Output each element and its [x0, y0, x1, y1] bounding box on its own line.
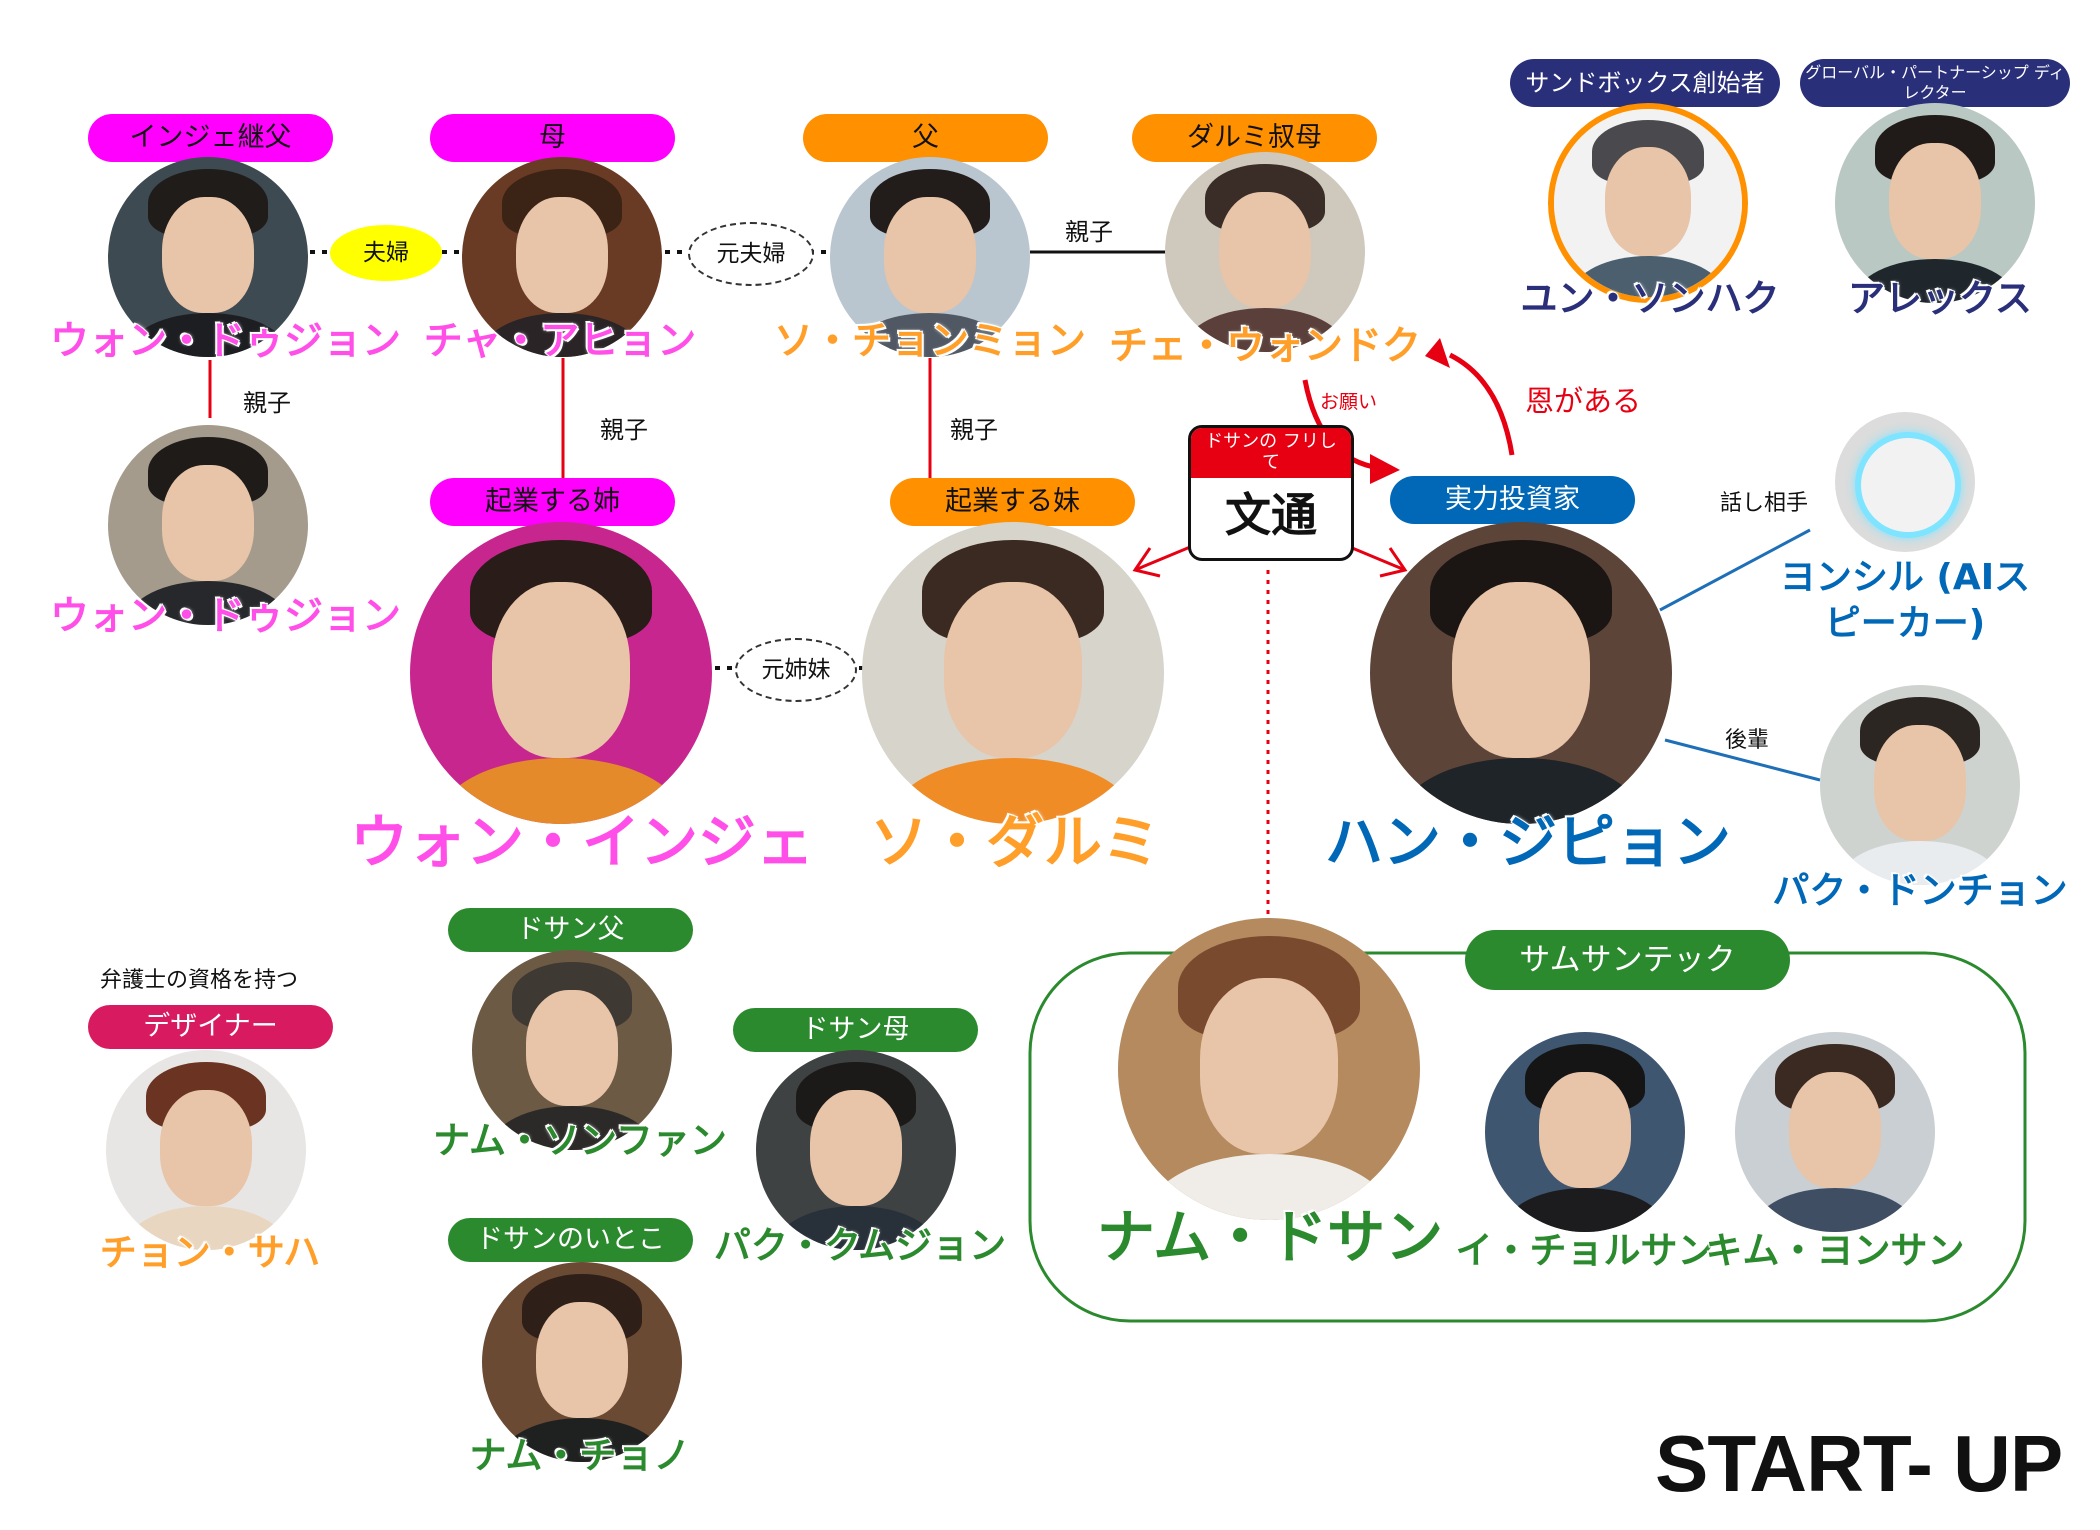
photo-dalmi: [862, 522, 1164, 824]
name-jipyeong: ハン・ジピョン: [1324, 807, 1732, 877]
role-label-alex: グローバル・パートナーシップ ディレクター: [1800, 59, 2070, 107]
relation-ex-couple: 元夫婦: [688, 222, 814, 286]
letter-caption: ドサンの フリして: [1191, 428, 1351, 478]
name-dosan-cousin: ナム・チョノ: [469, 1433, 692, 1478]
photo-dosan: [1118, 918, 1420, 1220]
letter-title: 文通: [1225, 488, 1317, 542]
indebted-arrow: [1448, 352, 1515, 456]
photo-inje-stepfather: [108, 157, 308, 357]
name-saha: チョン・サハ: [99, 1230, 322, 1275]
relation-couple: 夫婦: [330, 225, 442, 281]
name-yongsil: ヨンシル (AIスピーカー): [1779, 556, 2031, 645]
photo-dosan-cousin: [482, 1262, 682, 1462]
name-dalmi: ソ・ダルミ: [869, 807, 1161, 877]
name-yun: ユン・ソンハク: [1520, 276, 1781, 321]
role-label-inje: 起業する姉: [430, 478, 675, 526]
role-label-father: 父: [803, 114, 1048, 162]
name-dosan-father: ナム・ソンファン: [432, 1118, 728, 1163]
role-label-jipyeong: 実力投資家: [1390, 476, 1635, 524]
start-up-logo: START- UP: [1655, 1419, 2063, 1508]
role-label-dosan-father: ドサン父: [448, 908, 693, 952]
talk-partner-line: [1659, 528, 1811, 612]
name-dosan: ナム・ドサン: [1096, 1202, 1444, 1272]
name-father: ソ・チョンミョン: [773, 318, 1087, 365]
name-duji-child: ウォン・ドゥジョン: [49, 593, 402, 640]
photo-chulsan: [1485, 1032, 1685, 1232]
photo-saha: [106, 1050, 306, 1250]
role-label-inje-stepfather: インジェ継父: [88, 114, 333, 162]
relation-stepfather-child: 親子: [243, 389, 291, 417]
ai-speaker-icon: [1855, 432, 1961, 538]
name-alex: アレックス: [1847, 276, 2033, 321]
name-dongcheon: パク・ドンチョン: [1771, 868, 2068, 913]
relation-junior: 後輩: [1725, 728, 1770, 753]
photo-mother: [462, 157, 662, 357]
group-label-samsantech: サムサンテック: [1465, 930, 1790, 990]
name-yongsan: キム・ヨンサン: [1705, 1228, 1966, 1273]
role-label-mother: 母: [430, 114, 675, 162]
photo-dosan-mother: [756, 1050, 956, 1250]
role-label-dalmi: 起業する妹: [890, 478, 1135, 526]
name-inje-stepfather: ウォン・ドゥジョン: [49, 318, 402, 365]
relation-talk-partner: 話し相手: [1720, 491, 1809, 516]
letter-box: ドサンの フリして 文通: [1188, 425, 1354, 561]
photo-duji-child: [108, 425, 308, 625]
photo-inje: [410, 522, 712, 824]
photo-yongsan: [1735, 1032, 1935, 1232]
relation-ex-sisters: 元姉妹: [735, 638, 857, 702]
photo-dosan-father: [472, 950, 672, 1150]
name-mother: チャ・アヒョン: [423, 318, 698, 365]
photo-dongcheon: [1820, 685, 2020, 885]
name-dosan-mother: パク・クムジョン: [713, 1223, 1007, 1268]
relation-mother-inje: 親子: [600, 416, 648, 444]
photo-father: [830, 157, 1030, 357]
photo-yun: [1548, 103, 1748, 303]
photo-jipyeong: [1370, 522, 1672, 824]
role-label-saha: デザイナー: [88, 1005, 333, 1049]
relation-father-dalmi: 親子: [950, 416, 998, 444]
role-label-dosan-cousin: ドサンのいとこ: [448, 1218, 693, 1262]
note-saha: 弁護士の資格を持つ: [100, 968, 299, 993]
relation-aunt-father: 親子: [1065, 218, 1113, 246]
relation-request: お願い: [1320, 391, 1378, 413]
name-aunt: チェ・ウォンドク: [1108, 323, 1422, 370]
name-chulsan: イ・チョルサン: [1455, 1228, 1716, 1273]
photo-yongsil: [1835, 412, 1975, 552]
photo-alex: [1835, 103, 2035, 303]
photo-aunt: [1165, 152, 1365, 352]
name-inje: ウォン・インジェ: [349, 807, 815, 877]
role-label-yun: サンドボックス創始者: [1510, 59, 1780, 107]
junior-line: [1664, 738, 1821, 782]
role-label-dosan-mother: ドサン母: [733, 1008, 978, 1052]
relation-indebted: 恩がある: [1525, 384, 1642, 418]
